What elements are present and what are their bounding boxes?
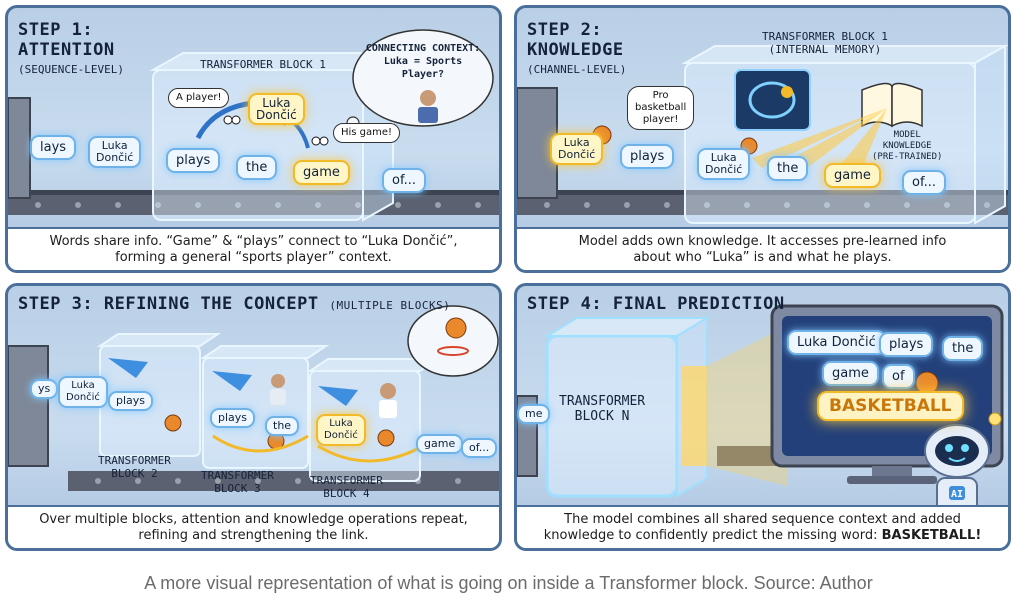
token-plays: plays (166, 148, 221, 173)
step-1-title-line1: STEP 1: (18, 20, 94, 40)
block-1-memory-label: TRANSFORMER BLOCK 1 (INTERNAL MEMORY) (762, 30, 888, 56)
figure-caption: A more visual representation of what is … (144, 573, 873, 593)
token-plays-2: plays (210, 408, 256, 428)
model-knowledge-label: MODEL KNOWLEDGE (PRE-TRAINED) (872, 130, 943, 162)
step-2-title: STEP 2: KNOWLEDGE (527, 20, 624, 60)
bubble-his-game: His game! (333, 123, 401, 143)
step-3-title-main: STEP 3: REFINING THE CONCEPT (18, 294, 319, 314)
panel-step-4: STEP 4: FINAL PREDICTION TRANSFORMER BLO… (514, 283, 1011, 551)
block-2-label: TRANSFORMER BLOCK 2 (98, 454, 171, 480)
tunnel-entrance (8, 97, 31, 199)
token-luka-doncic-2: Luka Dončić (697, 148, 751, 180)
panel-step-1: STEP 1: ATTENTION (SEQUENCE-LEVEL) TRANS… (5, 5, 502, 273)
step-1-caption-line1: Words share info. “Game” & “plays” conne… (49, 233, 458, 249)
step-3-title: STEP 3: REFINING THE CONCEPT (MULTIPLE B… (18, 294, 450, 316)
step-2-title-line1: STEP 2: (527, 20, 603, 40)
step-4-caption: The model combines all shared sequence c… (517, 505, 1008, 548)
token-of: of... (461, 438, 498, 458)
gear-icon (781, 86, 793, 98)
bubble-pro-basketball: Pro basketball player! (627, 86, 695, 130)
step-2-title-line2: KNOWLEDGE (527, 40, 624, 60)
bubble-a-player: A player! (168, 88, 230, 108)
attention-arrow-icon (318, 386, 358, 406)
token-game: game (416, 434, 464, 454)
step-1-subtitle: (SEQUENCE-LEVEL) (18, 63, 124, 76)
player-figure (380, 383, 396, 399)
token-plays: plays (108, 391, 154, 411)
attention-arrow-1 (195, 100, 254, 140)
token-luka-doncic-2: Luka Dončić (316, 414, 366, 446)
tunnel-entrance (8, 345, 49, 467)
step-1-title: STEP 1: ATTENTION (18, 20, 115, 60)
step-4-caption-line1: The model combines all shared sequence c… (564, 511, 961, 527)
token-ys: ys (30, 379, 59, 399)
token-luka-doncic: Luka Dončić (88, 136, 142, 168)
step-2-caption: Model adds own knowledge. It accesses pr… (517, 227, 1008, 270)
robot-badge: AI (950, 489, 964, 500)
token-the: the (942, 336, 984, 361)
token-me: me (517, 404, 551, 424)
token-plays: plays (879, 332, 934, 357)
token-luka-doncic: Luka Dončić (550, 133, 604, 165)
step-4-title: STEP 4: FINAL PREDICTION (527, 294, 785, 314)
attention-arrow-icon (212, 371, 252, 391)
knowledge-beam-1 (752, 108, 887, 168)
token-luka-doncic-highlight: Luka Dončić (248, 93, 305, 125)
step-1-caption: Words share info. “Game” & “plays” conne… (8, 227, 499, 270)
step-3-caption-line1: Over multiple blocks, attention and know… (39, 511, 468, 527)
block-3-label: TRANSFORMER BLOCK 3 (201, 469, 274, 495)
step-3-title-suffix: (MULTIPLE BLOCKS) (329, 299, 451, 312)
brain-screen (734, 69, 811, 131)
conveyor-belt (68, 471, 499, 491)
token-plays: plays (620, 144, 675, 169)
step-2-caption-line2: about who “Luka” is and what he plays. (633, 249, 892, 265)
token-luka-doncic: Luka Dončić (787, 330, 886, 355)
token-lays: lays (30, 135, 77, 160)
player-figure (420, 90, 436, 106)
hoop-cloud (407, 305, 499, 377)
lightbulb-icon (988, 412, 1002, 426)
token-game: game (293, 160, 350, 185)
thought-cloud (352, 29, 494, 127)
step-2-subtitle: (CHANNEL-LEVEL) (527, 63, 627, 76)
token-the: the (236, 155, 278, 180)
prediction-basketball: BASKETBALL (817, 391, 964, 421)
token-game: game (822, 361, 879, 386)
brain-icon (748, 81, 796, 119)
token-the: the (767, 156, 809, 181)
step-4-caption-line2-prefix: knowledge to confidently predict the mis… (543, 527, 882, 543)
step-2-caption-line1: Model adds own knowledge. It accesses pr… (578, 233, 947, 249)
panel-step-3: STEP 3: REFINING THE CONCEPT (MULTIPLE B… (5, 283, 502, 551)
token-of: of... (902, 170, 946, 195)
token-the: the (265, 416, 300, 436)
token-of: of (882, 364, 915, 389)
panel-step-2: STEP 2: KNOWLEDGE (CHANNEL-LEVEL) TRANSF… (514, 5, 1011, 273)
conveyor-belt (8, 193, 499, 215)
step-1-title-line2: ATTENTION (18, 40, 115, 60)
block-n-label: TRANSFORMER BLOCK N (559, 394, 646, 424)
token-game: game (824, 163, 881, 188)
hoop-icon (437, 346, 469, 356)
basketball-icon (377, 429, 395, 447)
conveyor-belt (517, 193, 1008, 215)
block-1-label: TRANSFORMER BLOCK 1 (200, 58, 326, 71)
glow-swirl (212, 434, 309, 453)
step-3-caption-line2: refining and strengthening the link. (138, 527, 369, 543)
block-4-label: TRANSFORMER BLOCK 4 (310, 474, 383, 500)
glow-opening (682, 366, 707, 466)
step-4-caption-line2-bold: BASKETBALL! (881, 527, 982, 543)
attention-arrow-icon (108, 358, 148, 378)
basketball-icon (164, 414, 182, 432)
player-figure (271, 374, 285, 388)
step-4-caption-line2: knowledge to confidently predict the mis… (544, 528, 982, 544)
token-of: of... (382, 168, 426, 193)
basketball-icon (445, 317, 467, 339)
step-3-caption: Over multiple blocks, attention and know… (8, 505, 499, 548)
thought-text: CONNECTING CONTEXT: Luka = Sports Player… (365, 43, 481, 80)
step-1-caption-line2: forming a general “sports player” contex… (115, 249, 392, 265)
token-luka-doncic: Luka Dončić (58, 376, 108, 408)
